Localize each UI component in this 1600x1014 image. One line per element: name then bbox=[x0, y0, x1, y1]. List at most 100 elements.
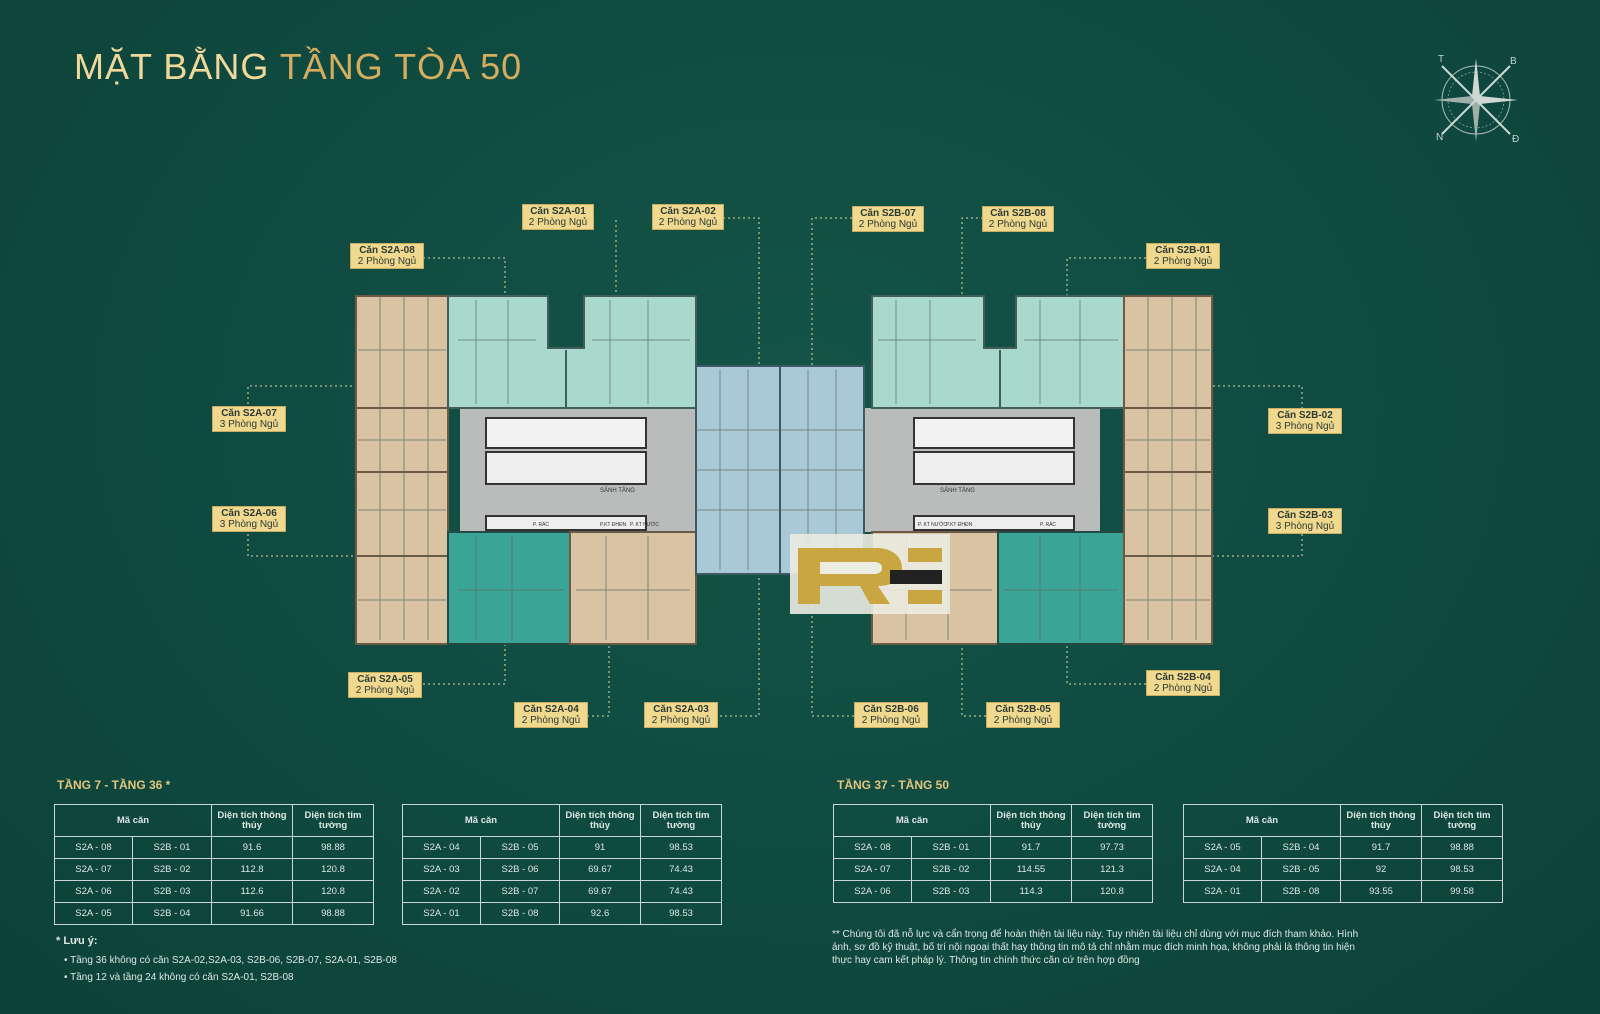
table-cell: 91.66 bbox=[211, 902, 293, 925]
unit-callout-rooms: 2 Phòng Ngủ bbox=[528, 217, 588, 228]
unit-s2b-01-02-03-04-block bbox=[1123, 295, 1213, 645]
table-cell: S2A - 01 bbox=[402, 902, 481, 925]
unit-callout-rooms: 2 Phòng Ngủ bbox=[521, 715, 581, 726]
table-cell: 91.7 bbox=[990, 836, 1072, 859]
header-wall-area: Diện tích tim tường bbox=[292, 804, 374, 837]
header-wall-area: Diện tích tim tường bbox=[1421, 804, 1503, 837]
table-cell: S2B - 04 bbox=[131, 902, 213, 925]
unit-callout-rooms: 2 Phòng Ngủ bbox=[658, 217, 718, 228]
header-code: Mã căn bbox=[1183, 804, 1341, 837]
unit-callout-rooms: 2 Phòng Ngủ bbox=[993, 715, 1053, 726]
header-code: Mã căn bbox=[402, 804, 560, 837]
table-cell: S2B - 08 bbox=[1260, 880, 1342, 903]
table-cell: 112.6 bbox=[211, 880, 293, 903]
unit-callout-rooms: 2 Phòng Ngủ bbox=[988, 219, 1048, 230]
table-cell: S2A - 02 bbox=[402, 880, 481, 903]
unit-callout-name: Căn S2B-02 bbox=[1277, 410, 1333, 421]
compass-icon: T B N Đ bbox=[1428, 52, 1524, 148]
floor-plan-units: SẢNH TẦNG SẢNH TẦNG P. RÁC P.KT ĐHĐN P. … bbox=[355, 295, 1213, 645]
page-title: MẶT BẰNG TẦNG TÒA 50 bbox=[74, 46, 522, 88]
unit-callout-name: Căn S2A-05 bbox=[357, 674, 413, 685]
table-cell: S2A - 06 bbox=[54, 880, 133, 903]
disclaimer: ** Chúng tôi đã nỗ lực và cẩn trọng để h… bbox=[832, 929, 1359, 966]
watermark-logo bbox=[790, 534, 950, 614]
unit-callout-rooms: 3 Phòng Ngủ bbox=[219, 419, 279, 430]
table-cell: S2B - 03 bbox=[910, 880, 992, 903]
compass-label-b: B bbox=[1510, 56, 1517, 67]
table-cell: 91.7 bbox=[1340, 836, 1422, 859]
table-cell: S2B - 01 bbox=[131, 836, 213, 859]
table-cell: S2A - 04 bbox=[1183, 858, 1262, 881]
unit-callout-rooms: 2 Phòng Ngủ bbox=[651, 715, 711, 726]
table-cell: 91 bbox=[559, 836, 641, 859]
table-cell: 98.88 bbox=[1421, 836, 1503, 859]
note-item-2: • Tầng 12 và tầng 24 không có căn S2A-01… bbox=[64, 972, 294, 983]
unit-s2a-05 bbox=[447, 531, 571, 645]
table-cell: 121.3 bbox=[1071, 858, 1153, 881]
unit-s2a-01-08-block bbox=[447, 295, 697, 409]
table-cell: 74.43 bbox=[640, 880, 722, 903]
header-wall-area: Diện tích tim tường bbox=[1071, 804, 1153, 837]
table-cell: 69.67 bbox=[559, 880, 641, 903]
title-part-1: MẶT BẰNG bbox=[74, 46, 270, 87]
unit-callout-name: Căn S2B-07 bbox=[860, 208, 916, 219]
unit-callout-name: Căn S2B-08 bbox=[990, 208, 1046, 219]
table-cell: S2A - 08 bbox=[54, 836, 133, 859]
unit-callout-name: Căn S2B-05 bbox=[995, 704, 1051, 715]
floor-plan-diagram: SẢNH TẦNG SẢNH TẦNG P. RÁC P.KT ĐHĐN P. … bbox=[247, 217, 1303, 717]
unit-callout-name: Căn S2A-08 bbox=[359, 245, 415, 256]
unit-callout-name: Căn S2A-04 bbox=[523, 704, 579, 715]
table-cell: S2A - 05 bbox=[54, 902, 133, 925]
section-title-right: TẦNG 37 - TẦNG 50 bbox=[837, 778, 950, 792]
table-cell: 98.88 bbox=[292, 902, 374, 925]
unit-s2a-04 bbox=[569, 531, 697, 645]
table-cell: 98.88 bbox=[292, 836, 374, 859]
table-cell: 97.73 bbox=[1071, 836, 1153, 859]
table-cell: 120.8 bbox=[1071, 880, 1153, 903]
table-cell: S2A - 07 bbox=[54, 858, 133, 881]
table-cell: S2B - 08 bbox=[479, 902, 561, 925]
plan-label-water-left: P. KT NƯỚC bbox=[630, 521, 659, 528]
unit-callout-rooms: 2 Phòng Ngủ bbox=[861, 715, 921, 726]
table-cell: 98.53 bbox=[640, 836, 722, 859]
table-cell: S2A - 04 bbox=[402, 836, 481, 859]
table-cell: S2A - 05 bbox=[1183, 836, 1262, 859]
unit-callout-rooms: 2 Phòng Ngủ bbox=[355, 685, 415, 696]
unit-callout-name: Căn S2A-07 bbox=[221, 408, 277, 419]
table-cell: S2B - 04 bbox=[1260, 836, 1342, 859]
table-cell: S2A - 07 bbox=[833, 858, 912, 881]
unit-callout-rooms: 3 Phòng Ngủ bbox=[1275, 521, 1335, 532]
table-cell: S2B - 07 bbox=[479, 880, 561, 903]
table-cell: S2B - 01 bbox=[910, 836, 992, 859]
plan-label-lobby-right: SẢNH TẦNG bbox=[940, 487, 975, 494]
title-part-2: TẦNG TÒA 50 bbox=[279, 46, 523, 87]
unit-callout-rooms: 2 Phòng Ngủ bbox=[357, 256, 417, 267]
table-cell: 99.58 bbox=[1421, 880, 1503, 903]
header-wall-area: Diện tích tim tường bbox=[640, 804, 722, 837]
